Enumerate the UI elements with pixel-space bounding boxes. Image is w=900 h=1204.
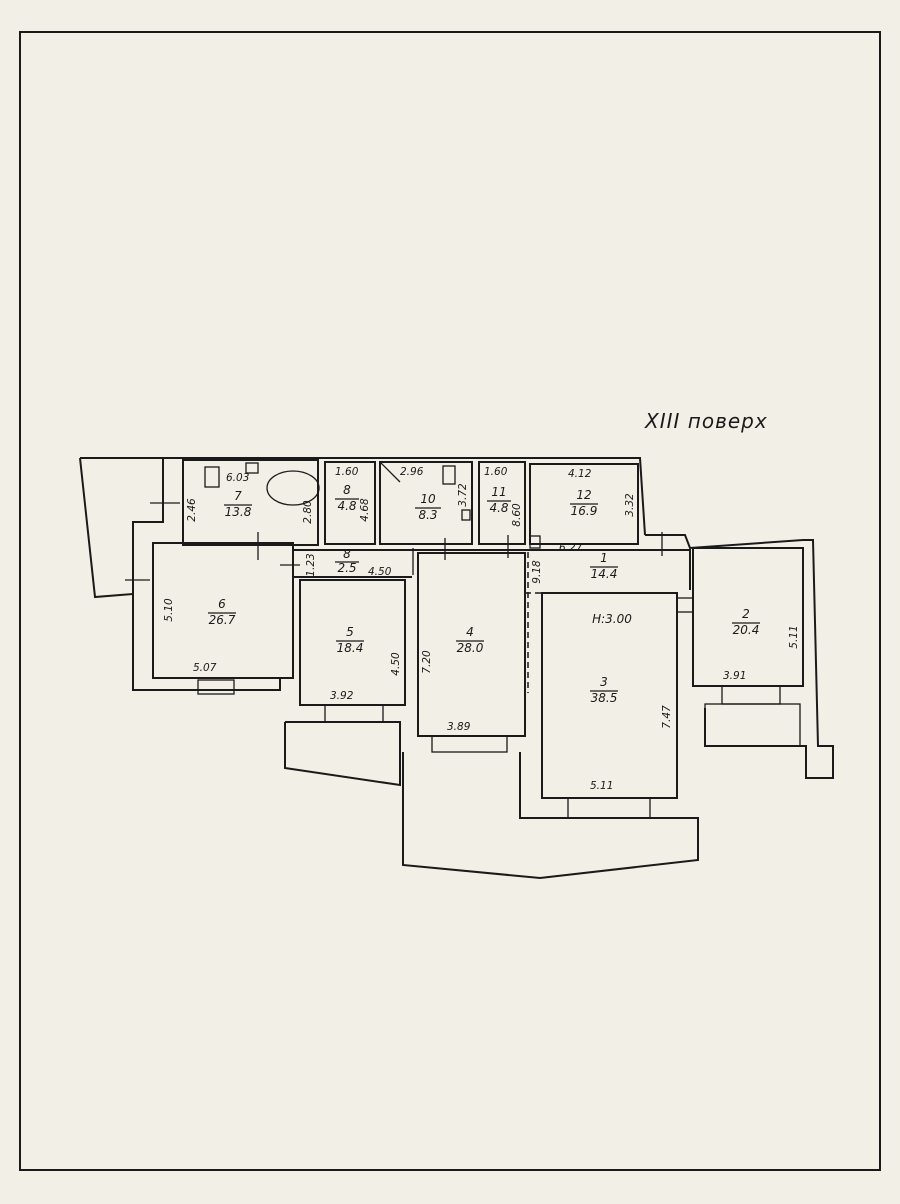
room-5: 5 18.4 [336,625,364,655]
svg-text:4.50: 4.50 [368,566,392,578]
drawing-frame [19,31,881,1171]
svg-text:2.46: 2.46 [186,498,198,522]
room-8-corridor: 8 2.5 [335,547,359,575]
room-labels: 1 14.4 2 20.4 3 38.5 4 28.0 5 18.4 6 26.… [208,483,760,705]
svg-text:5.07: 5.07 [193,662,217,674]
svg-text:8: 8 [343,483,351,497]
svg-text:3.89: 3.89 [447,721,471,733]
ceiling-height: H:3.00 [592,612,632,626]
svg-text:4.50: 4.50 [390,652,402,676]
svg-text:8: 8 [343,547,351,561]
svg-text:2: 2 [742,607,750,621]
svg-text:3.72: 3.72 [457,483,469,507]
svg-text:11: 11 [491,485,506,499]
svg-text:16.9: 16.9 [571,504,598,518]
svg-text:9.18: 9.18 [531,560,543,584]
svg-text:5.11: 5.11 [590,780,613,792]
svg-text:3.92: 3.92 [330,690,354,702]
svg-text:1.60: 1.60 [484,466,508,478]
svg-text:12: 12 [576,488,591,502]
floor-title: XIII поверх [644,409,768,433]
svg-text:4.8: 4.8 [337,499,356,513]
room-11: 11 4.8 [487,485,511,515]
svg-text:8.60: 8.60 [511,503,523,527]
svg-text:26.7: 26.7 [209,613,236,627]
svg-text:7.47: 7.47 [661,705,673,729]
svg-text:28.0: 28.0 [457,641,484,655]
svg-text:2.80: 2.80 [302,500,314,524]
walls [79,457,834,880]
room-7: 7 13.8 [224,489,252,519]
room-6: 6 26.7 [208,597,236,627]
svg-text:2.5: 2.5 [337,561,356,575]
svg-text:7: 7 [234,489,242,503]
svg-text:6: 6 [218,597,226,611]
room-1: 1 14.4 [590,551,618,581]
svg-text:3: 3 [600,675,608,689]
svg-text:6.03: 6.03 [226,472,249,484]
svg-text:3.91: 3.91 [723,670,746,682]
svg-text:38.5: 38.5 [591,691,618,705]
svg-text:1: 1 [600,551,608,565]
room-3: 3 38.5 [590,675,618,705]
room-12: 12 16.9 [570,488,598,518]
room-2: 2 20.4 [732,607,760,637]
svg-text:8.3: 8.3 [418,508,437,522]
svg-text:5: 5 [346,625,354,639]
svg-text:1.23: 1.23 [305,553,317,576]
svg-text:3.32: 3.32 [624,493,636,517]
svg-text:20.4: 20.4 [733,623,760,637]
room-10: 10 8.3 [415,492,441,522]
svg-text:4.68: 4.68 [359,498,371,522]
svg-text:10: 10 [420,492,436,506]
room-4: 4 28.0 [456,625,484,655]
room-8-wc: 8 4.8 [335,483,359,513]
svg-text:7.20: 7.20 [421,650,433,674]
svg-text:4.8: 4.8 [489,501,508,515]
svg-text:18.4: 18.4 [337,641,364,655]
svg-text:4.12: 4.12 [568,468,592,480]
svg-text:5.10: 5.10 [163,598,175,622]
svg-text:2.96: 2.96 [400,466,424,478]
svg-text:13.8: 13.8 [225,505,252,519]
svg-text:1.60: 1.60 [335,466,359,478]
dimension-labels: 6.03 2.46 2.80 1.60 4.68 2.96 3.72 1.60 … [163,466,800,792]
svg-text:6.27: 6.27 [559,542,583,554]
svg-text:14.4: 14.4 [591,567,618,581]
svg-text:5.11: 5.11 [788,625,800,648]
svg-text:4: 4 [466,625,474,639]
door-marks [125,502,692,613]
